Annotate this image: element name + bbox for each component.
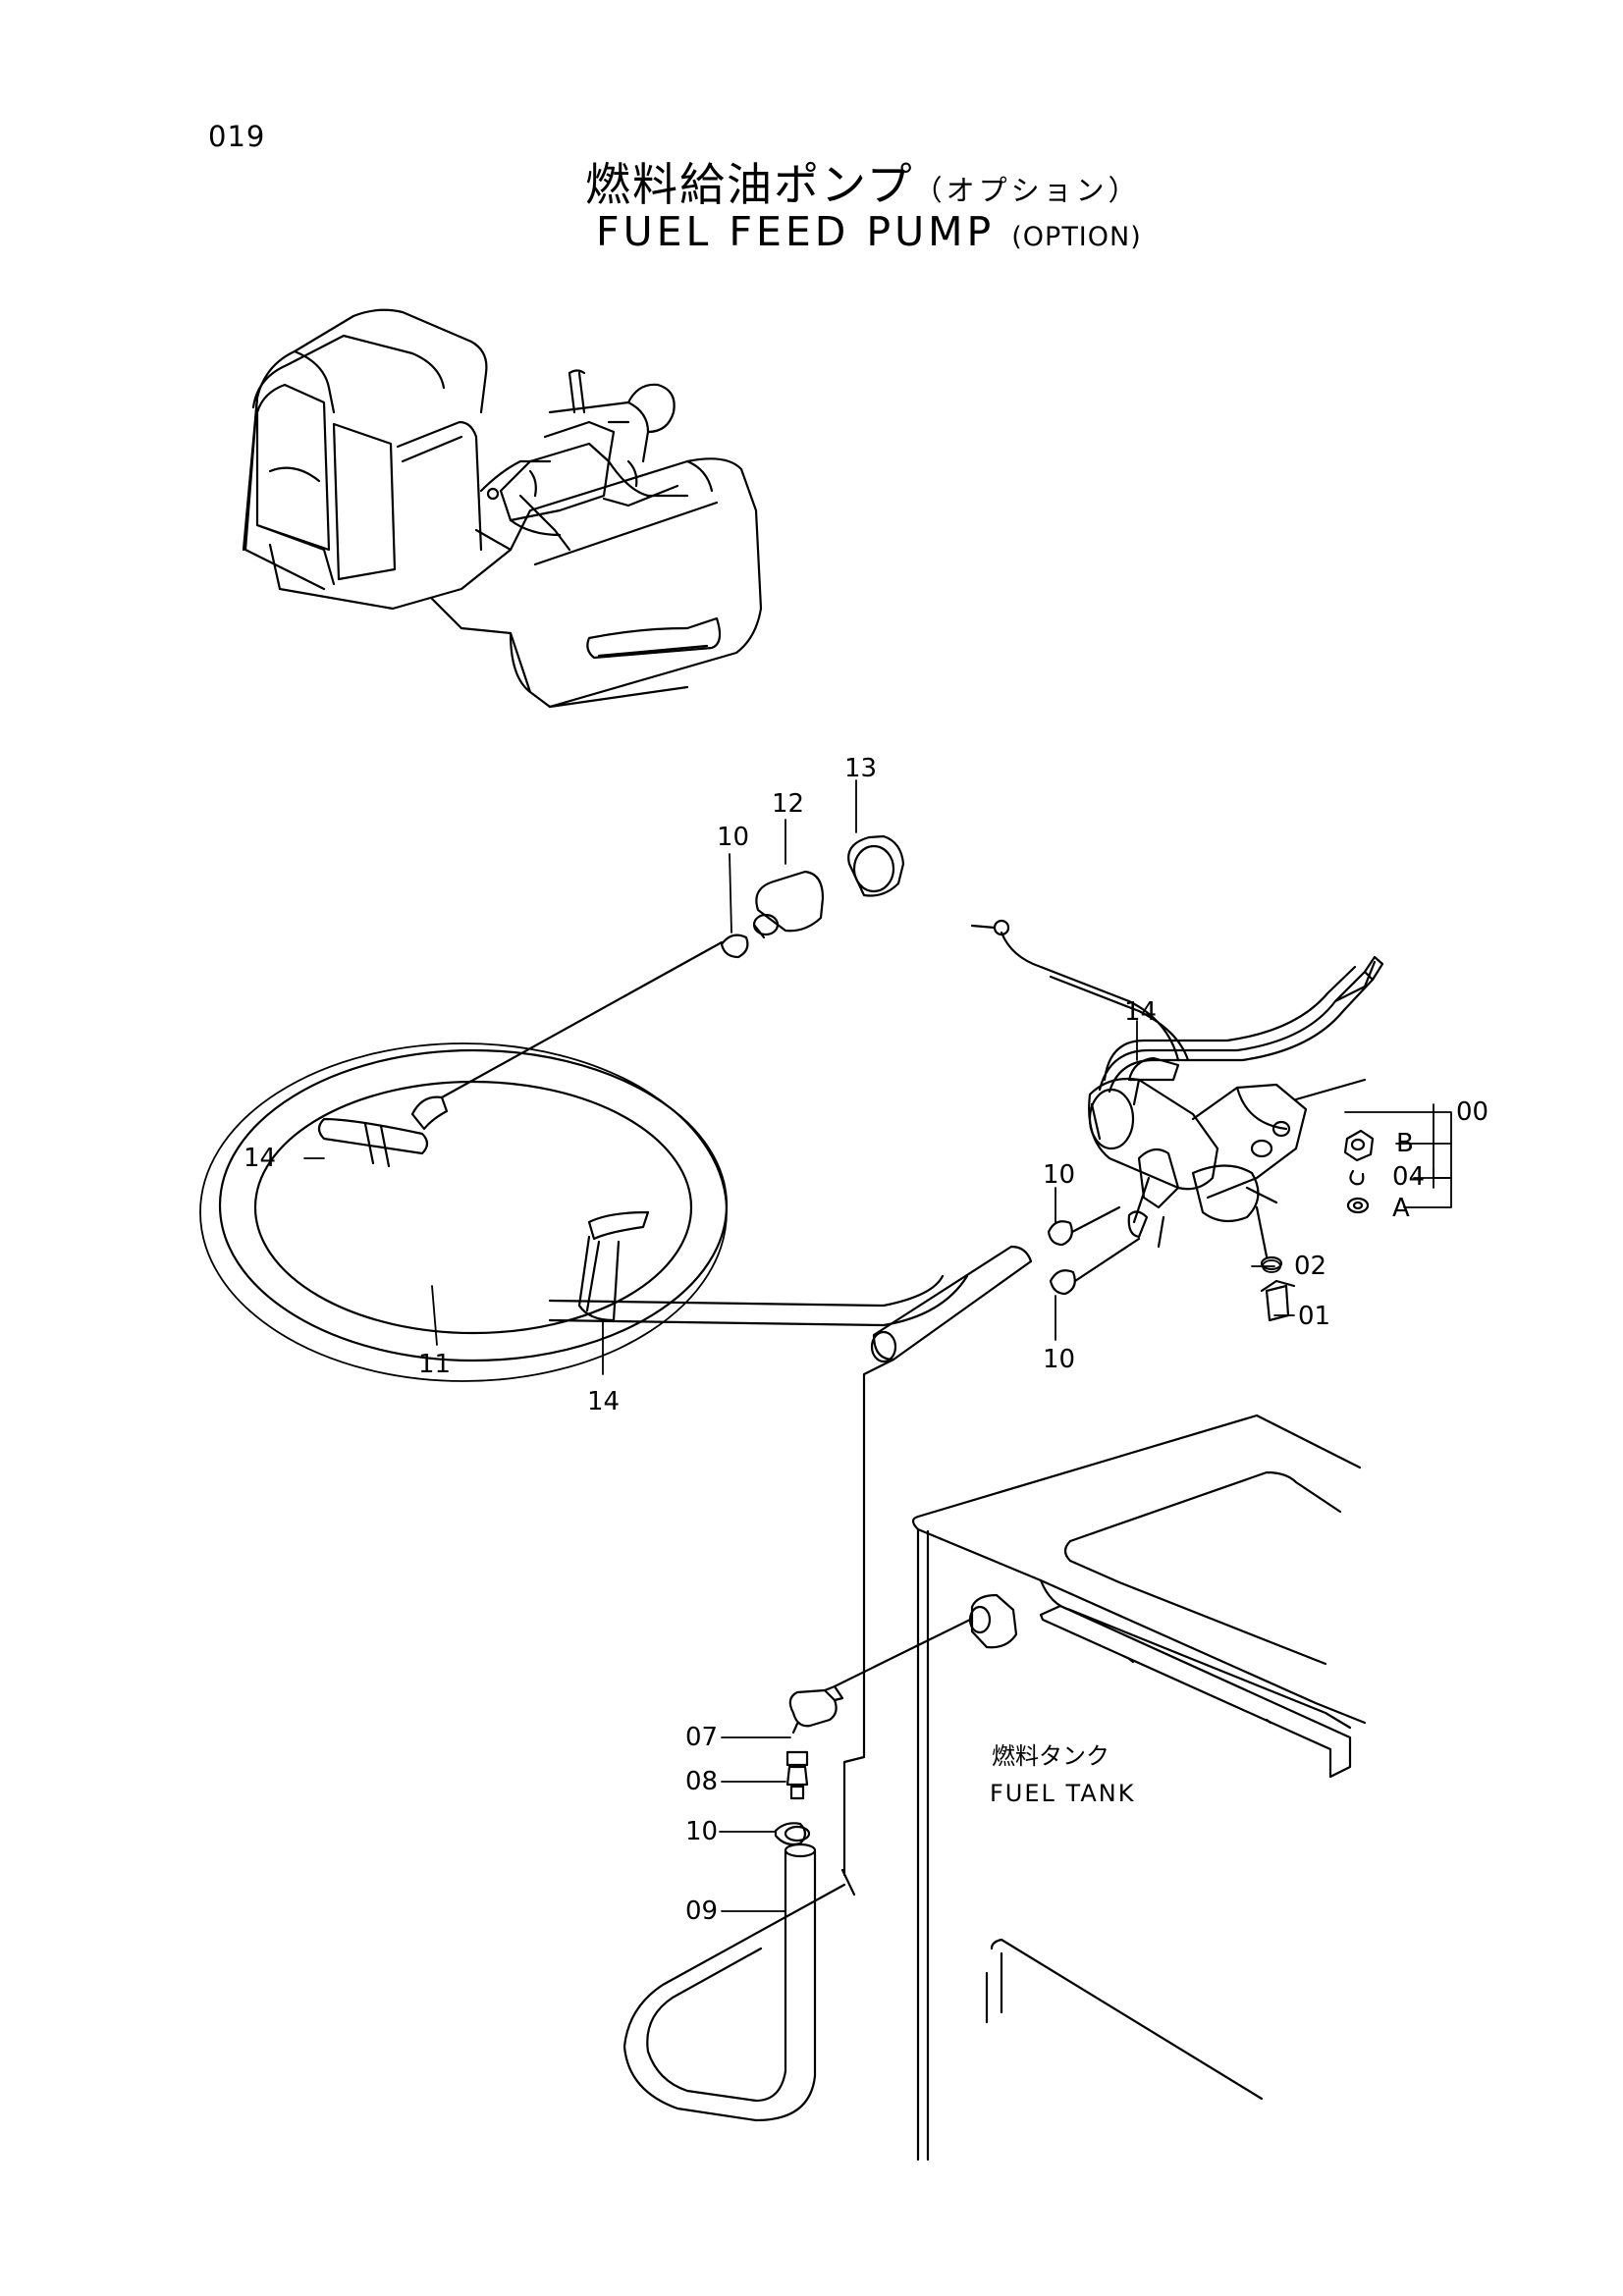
title-english-main: FUEL FEED PUMP bbox=[596, 208, 996, 255]
title-japanese-main: 燃料給油ポンプ bbox=[585, 158, 914, 211]
callout-04: 04 bbox=[1392, 1162, 1426, 1192]
callout-10-pump-upper: 10 bbox=[1043, 1160, 1076, 1190]
fuel-tank-label-japanese: 燃料タンク bbox=[992, 1742, 1109, 1770]
excavator-overview-drawing bbox=[242, 308, 763, 709]
callout-13: 13 bbox=[844, 754, 878, 783]
callout-14-bottom: 14 bbox=[587, 1387, 621, 1416]
callout-14-pump: 14 bbox=[1124, 997, 1158, 1027]
callout-07: 07 bbox=[685, 1723, 719, 1752]
callout-10-top: 10 bbox=[717, 823, 750, 852]
callout-10-bottom: 10 bbox=[685, 1817, 719, 1846]
fuel-tank-drawing bbox=[833, 1414, 1367, 2162]
lower-fittings-drawing bbox=[622, 1684, 856, 2122]
callout-11: 11 bbox=[418, 1350, 452, 1379]
title-japanese: 燃料給油ポンプ（オプション） bbox=[585, 149, 1141, 214]
page-number: 019 bbox=[208, 120, 266, 153]
fuel-tank-label-english: FUEL TANK bbox=[990, 1780, 1136, 1807]
callout-09: 09 bbox=[685, 1896, 719, 1926]
callout-A: A bbox=[1392, 1194, 1410, 1223]
callout-08: 08 bbox=[685, 1767, 719, 1796]
callout-B: B bbox=[1396, 1129, 1414, 1158]
hose-assembly-drawing bbox=[199, 834, 1033, 1877]
callout-02: 02 bbox=[1294, 1252, 1327, 1281]
callout-14-left: 14 bbox=[243, 1144, 277, 1173]
title-japanese-sub: （オプション） bbox=[913, 174, 1141, 207]
leader-lines bbox=[303, 779, 1452, 1912]
callout-12: 12 bbox=[772, 789, 805, 819]
callout-00: 00 bbox=[1456, 1097, 1489, 1127]
title-english: FUEL FEED PUMP (OPTION) bbox=[596, 208, 1142, 255]
callout-10-pump-lower: 10 bbox=[1043, 1345, 1076, 1374]
title-english-sub: (OPTION) bbox=[1011, 222, 1142, 252]
callout-01: 01 bbox=[1298, 1302, 1331, 1331]
hardware-callout-markers bbox=[1262, 1259, 1281, 1273]
